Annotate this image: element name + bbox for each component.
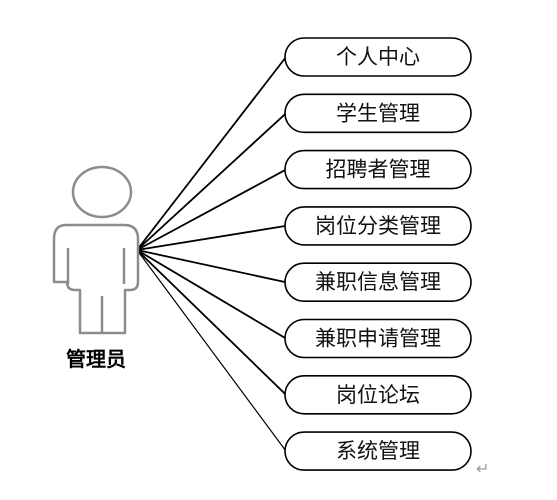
use-case-label: 个人中心 [336,45,420,69]
use-case-shape [284,374,472,415]
use-case-oval: 兼职信息管理 [284,262,472,303]
use-case-oval: 系统管理 [284,431,472,471]
actor-figure: 管理员 [52,165,140,371]
person-outline-icon [52,165,140,335]
connector-line [136,168,287,251]
connector-lines [136,56,287,452]
use-case-shape [284,37,472,77]
connector-line [136,249,287,284]
paragraph-mark: ↵ [476,459,489,478]
use-case-shape [284,318,472,359]
use-case-shape [284,206,472,246]
actor-body [52,223,140,335]
use-case-oval: 招聘者管理 [284,149,472,190]
use-case-shape [284,262,472,303]
actor-head [71,165,133,219]
use-case-oval: 岗位论坛 [284,374,472,415]
actor-label: 管理员 [66,347,126,371]
use-case-oval: 学生管理 [284,93,472,134]
connector-line [136,249,287,452]
connector-line [136,225,287,251]
connector-line [136,112,287,251]
use-case-oval: 岗位分类管理 [284,206,472,246]
use-case-shape [284,431,472,471]
use-case-label: 学生管理 [336,101,420,125]
use-case-shape [284,149,472,190]
connector-line [136,56,287,251]
use-case-shape [284,93,472,134]
use-case-label: 兼职申请管理 [315,327,441,351]
use-case-label: 岗位论坛 [336,383,420,407]
connector-line [136,249,287,340]
use-case-label: 招聘者管理 [326,158,431,182]
use-case-label: 岗位分类管理 [315,214,441,238]
use-case-oval: 个人中心 [284,37,472,77]
use-case-label: 系统管理 [336,439,420,463]
use-case-label: 兼职信息管理 [315,270,441,294]
connector-line [136,249,287,396]
use-case-oval: 兼职申请管理 [284,318,472,359]
